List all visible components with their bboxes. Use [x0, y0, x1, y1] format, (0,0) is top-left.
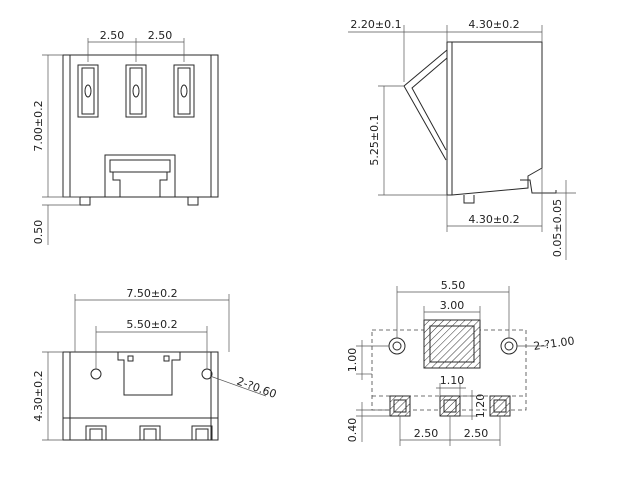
- front-pitch-1-label: 2.50: [100, 29, 125, 42]
- top-overall-width-label: 7.50±0.2: [126, 287, 177, 300]
- pcb-pad-height-label: 1.20: [474, 394, 487, 419]
- side-spring-contact: [403, 49, 448, 161]
- front-height-label: 7.00±0.2: [32, 100, 45, 151]
- pcb-pad-pitch-2-label: 2.50: [464, 427, 489, 440]
- side-bottom-offset-label: 0.05±0.05: [551, 199, 564, 257]
- pcb-mount-hole: [500, 337, 518, 355]
- side-foot: [463, 195, 475, 204]
- side-bottom-label: 4.30±0.2: [468, 213, 519, 226]
- top-hole-pitch-label: 5.50±0.2: [126, 318, 177, 331]
- front-foot: [187, 196, 199, 206]
- front-contact: [173, 64, 195, 118]
- pcb-slot-width-label: 3.00: [440, 299, 465, 312]
- front-body-outline: [62, 54, 219, 198]
- side-top-right-label: 4.30±0.2: [468, 18, 519, 31]
- top-terminal: [139, 425, 161, 441]
- side-view: 2.20±0.1 4.30±0.2 5.25±0.1 4.30±0.2 0.05…: [348, 18, 576, 260]
- front-view: 2.50 2.50 7.00±0.2 0.50: [32, 29, 219, 245]
- top-view: 7.50±0.2 5.50±0.2 4.30±0.2 2-?0.60: [32, 287, 278, 441]
- pcb-layout: 5.50 3.00 1.00 2-?1.00 1.10 1.20 0.40: [346, 279, 575, 446]
- top-plug-opening: [117, 352, 181, 396]
- top-mount-hole: [90, 368, 102, 380]
- top-terminal: [191, 425, 213, 441]
- front-standoff-label: 0.50: [32, 220, 45, 245]
- pcb-pad-pitch-1-label: 2.50: [414, 427, 439, 440]
- front-pitch-2-label: 2.50: [148, 29, 173, 42]
- top-hole-note-label: 2-?0.60: [235, 375, 278, 401]
- pcb-pad-offset-label: 0.40: [346, 418, 359, 443]
- front-foot: [79, 196, 91, 206]
- pcb-hole-note-label: 2-?1.00: [533, 334, 576, 353]
- top-latch-notch: [127, 355, 134, 362]
- side-terminal-tab: [520, 179, 557, 194]
- front-contact: [125, 64, 147, 118]
- pcb-pad: [389, 395, 411, 417]
- pcb-pad: [439, 395, 461, 417]
- pcb-hole-pitch-label: 5.50: [441, 279, 466, 292]
- side-height-label: 5.25±0.1: [368, 114, 381, 165]
- front-plug-opening: [104, 154, 176, 198]
- pcb-pad: [489, 395, 511, 417]
- pcb-mount-hole: [388, 337, 406, 355]
- side-body-outline: [446, 41, 543, 196]
- top-depth-label: 4.30±0.2: [32, 370, 45, 421]
- pcb-pad-width-label: 1.10: [440, 374, 465, 387]
- side-top-left-label: 2.20±0.1: [350, 18, 401, 31]
- top-terminal: [85, 425, 107, 441]
- top-latch-notch: [163, 355, 170, 362]
- front-contact: [77, 64, 99, 118]
- pcb-row-offset-label: 1.00: [346, 348, 359, 373]
- pcb-slot: [423, 319, 481, 369]
